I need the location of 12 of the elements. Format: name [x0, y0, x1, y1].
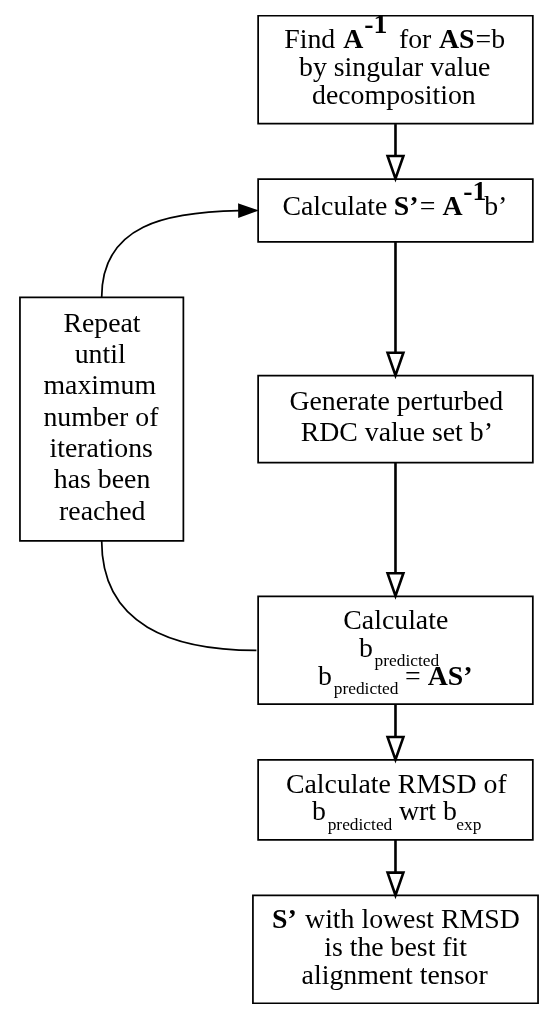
arrow [385, 704, 406, 764]
arrow [385, 462, 406, 600]
arrow [100, 203, 260, 299]
node-box: S’ with lowest RMSD is the best fit alignment tensor [252, 894, 539, 1005]
node-box: Repeat until maximum number of iterations has been reached [19, 296, 185, 542]
node-box: Generate perturbed RDC value set b’ [257, 374, 534, 464]
connector [100, 539, 258, 652]
arrow [385, 839, 406, 900]
node-box: Calculate b$_{predicted}$ b$_{predicted}$ = AS’ [257, 595, 534, 706]
arrow [385, 242, 406, 380]
node-box: Calculate RMSD of b$_{predicted}$ wrt b$_{exp}$ [257, 759, 534, 841]
arrow [385, 124, 406, 183]
